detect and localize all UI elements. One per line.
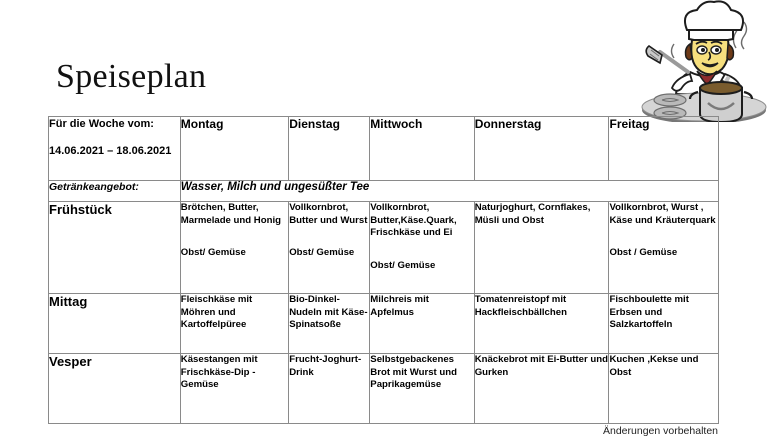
meal-name-fruhstuck: Frühstück (48, 201, 181, 294)
column-header-montag: Montag (179, 116, 290, 181)
meal-row-fruhstuck: Frühstück Brötchen, Butter, Marmelade un… (48, 201, 719, 294)
column-header-donnerstag: Donnerstag (473, 116, 610, 181)
meal-sub: Obst/ Gemüse (289, 247, 355, 259)
meal-main: Vollkornbrot, Butter und Wurst (289, 202, 368, 226)
week-dates: 14.06.2021 – 18.06.2021 (49, 144, 172, 157)
meal-cell-vesper-montag: Käsestangen mit Frischkäse-Dip - Gemüse (179, 353, 290, 424)
meal-cell-fruhstuck-freitag: Vollkornbrot, Wurst , Käse und Kräuterqu… (608, 201, 719, 294)
meal-cell-fruhstuck-dienstag: Vollkornbrot, Butter und Wurst Obst/ Gem… (288, 201, 371, 294)
table-header-row: Für die Woche vom: 14.06.2021 – 18.06.20… (48, 116, 719, 181)
column-header-freitag: Freitag (608, 116, 719, 181)
footer-disclaimer: Änderungen vorbehalten (603, 425, 719, 437)
column-header-dienstag: Dienstag (288, 116, 371, 181)
meal-cell-mittag-mittwoch: Milchreis mit Apfelmus (369, 293, 475, 354)
meal-main: Naturjoghurt, Cornflakes, Müsli und Obst (474, 202, 591, 226)
meal-name-vesper: Vesper (48, 353, 181, 424)
meal-cell-mittag-dienstag: Bio-Dinkel-Nudeln mit Käse-Spinatsoße (288, 293, 371, 354)
drinks-row: Getränkeangebot: Wasser, Milch und unges… (48, 180, 720, 202)
meal-cell-mittag-freitag: Fischboulette mit Erbsen und Salzkartoff… (608, 293, 719, 354)
meal-cell-mittag-montag: Fleischkäse mit Möhren und Kartoffelpüre… (179, 293, 290, 354)
meal-cell-vesper-mittwoch: Selbstgebackenes Brot mit Wurst und Papr… (369, 353, 475, 424)
meal-row-mittag: Mittag Fleischkäse mit Möhren und Kartof… (48, 293, 719, 354)
drinks-value: Wasser, Milch und ungesüßter Tee (179, 180, 720, 202)
meal-main: Vollkornbrot, Wurst , Käse und Kräuterqu… (609, 202, 716, 226)
meal-cell-vesper-donnerstag: Knäckebrot mit Ei-Butter und Gurken (473, 353, 610, 424)
menu-table: Für die Woche vom: 14.06.2021 – 18.06.20… (48, 116, 720, 424)
meal-row-vesper: Vesper Käsestangen mit Frischkäse-Dip - … (48, 353, 719, 424)
meal-sub: Obst/ Gemüse (370, 259, 436, 271)
meal-cell-vesper-dienstag: Frucht-Joghurt-Drink (288, 353, 371, 424)
meal-cell-vesper-freitag: Kuchen ,Kekse und Obst (608, 353, 719, 424)
meal-main: Brötchen, Butter, Marmelade und Honig (180, 202, 281, 226)
meal-cell-fruhstuck-montag: Brötchen, Butter, Marmelade und Honig Ob… (179, 201, 290, 294)
week-label: Für die Woche vom: (49, 118, 154, 130)
week-range-cell: Für die Woche vom: 14.06.2021 – 18.06.20… (48, 116, 181, 181)
meal-name-mittag: Mittag (48, 293, 181, 354)
meal-cell-fruhstuck-mittwoch: Vollkornbrot, Butter,Käse.Quark, Frischk… (369, 201, 475, 294)
page-title: Speiseplan (56, 58, 207, 95)
meal-sub: Obst/ Gemüse (180, 247, 246, 259)
meal-cell-mittag-donnerstag: Tomatenreistopf mit Hackfleischbällchen (473, 293, 610, 354)
meal-main: Vollkornbrot, Butter,Käse.Quark, Frischk… (370, 202, 457, 239)
chef-cooking-icon (640, 0, 768, 124)
meal-sub: Obst / Gemüse (609, 247, 678, 259)
column-header-mittwoch: Mittwoch (369, 116, 475, 181)
meal-cell-fruhstuck-donnerstag: Naturjoghurt, Cornflakes, Müsli und Obst (473, 201, 610, 294)
drinks-label: Getränkeangebot: (48, 180, 181, 202)
